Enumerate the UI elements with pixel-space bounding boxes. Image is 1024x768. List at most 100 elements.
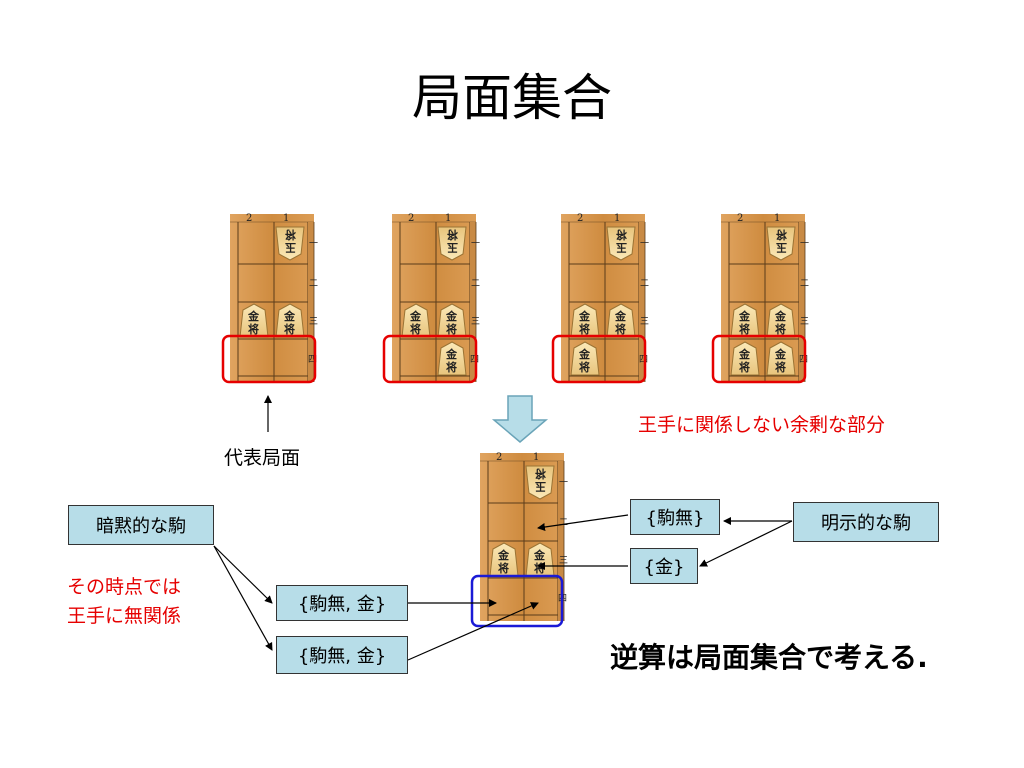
board-2: 2 1 一 二 三 四 玉 将 金 将 金 将 金 将 xyxy=(391,213,480,383)
implicit-note-line2: 王手に無関係 xyxy=(67,605,182,627)
representative-label: 代表局面 xyxy=(224,447,301,469)
piece-char: 将 xyxy=(447,228,458,242)
piece-char: 金 xyxy=(738,347,751,361)
piece-char: 玉 xyxy=(776,241,787,254)
piece-char: 将 xyxy=(579,322,590,336)
file-label: 2 xyxy=(577,213,583,224)
piece-char: 玉 xyxy=(285,241,296,254)
gold-piece: 金 将 xyxy=(730,303,760,338)
piece-char: 将 xyxy=(446,322,457,336)
set-gold-box: {金} xyxy=(630,548,698,584)
gold-piece: 金 将 xyxy=(525,542,555,577)
piece-char: 将 xyxy=(534,561,545,575)
set-both-box-1: {駒無, 金} xyxy=(276,585,408,621)
piece-char: 金 xyxy=(578,347,591,361)
file-label: 2 xyxy=(246,213,252,224)
king-piece: 玉 将 xyxy=(606,226,636,261)
rank-label: 四 xyxy=(639,355,648,365)
rank-label: 四 xyxy=(799,355,808,365)
arrow-explicit-2 xyxy=(699,520,793,567)
rank-label: 四 xyxy=(470,355,479,365)
board-4: 2 1 一 二 三 四 玉 将 金 将 金 将 金 将 金 将 xyxy=(720,213,809,383)
rank-label: 一 xyxy=(471,239,480,249)
gold-piece: 金 将 xyxy=(766,341,796,376)
piece-char: 金 xyxy=(614,309,627,323)
piece-char: 金 xyxy=(774,309,787,323)
piece-char: 将 xyxy=(285,228,296,242)
highlight-box-red xyxy=(221,334,317,384)
rank-label: 三 xyxy=(471,317,480,327)
redundant-note: 王手に関係しない余剰な部分 xyxy=(638,414,886,436)
gold-piece: 金 将 xyxy=(606,303,636,338)
rank-label: 三 xyxy=(559,556,568,566)
piece-char: 将 xyxy=(446,360,457,374)
implicit-pieces-box: 暗黙的な駒 xyxy=(68,505,214,545)
down-block-arrow xyxy=(491,395,549,443)
rank-label: 一 xyxy=(559,478,568,488)
piece-char: 将 xyxy=(579,360,590,374)
piece-char: 将 xyxy=(615,322,626,336)
gold-piece: 金 将 xyxy=(730,341,760,376)
highlight-box-red xyxy=(382,334,478,384)
rank-label: 一 xyxy=(640,239,649,249)
file-label: 1 xyxy=(283,213,289,224)
piece-char: 金 xyxy=(445,347,458,361)
file-label: 2 xyxy=(737,213,743,224)
highlight-box-red xyxy=(551,334,647,384)
rank-label: 三 xyxy=(800,317,809,327)
piece-char: 金 xyxy=(738,309,751,323)
rank-label: 二 xyxy=(559,518,568,528)
gold-piece: 金 将 xyxy=(437,341,467,376)
rank-label: 二 xyxy=(309,279,318,289)
arrow-set-2 xyxy=(407,602,539,661)
gold-piece: 金 将 xyxy=(437,303,467,338)
piece-char: 金 xyxy=(497,548,510,562)
file-label: 1 xyxy=(614,213,620,224)
arrow-implicit-2 xyxy=(213,545,273,651)
gold-piece: 金 将 xyxy=(275,303,305,338)
piece-char: 金 xyxy=(533,548,546,562)
piece-char: 将 xyxy=(410,322,421,336)
implicit-note-line1: その時点では xyxy=(67,576,182,598)
king-piece: 玉 将 xyxy=(766,226,796,261)
highlight-box-blue xyxy=(470,574,564,628)
rank-label: 一 xyxy=(800,239,809,249)
piece-char: 将 xyxy=(775,360,786,374)
piece-char: 将 xyxy=(739,322,750,336)
file-label: 1 xyxy=(445,213,451,224)
rank-label: 一 xyxy=(309,239,318,249)
piece-char: 将 xyxy=(775,322,786,336)
piece-char: 玉 xyxy=(535,480,546,493)
gold-piece: 金 将 xyxy=(570,303,600,338)
board-representative: 2 1 一 二 三 四 玉 将 金 将 金 将 xyxy=(479,452,568,622)
piece-char: 金 xyxy=(774,347,787,361)
piece-char: 将 xyxy=(739,360,750,374)
highlight-box-red xyxy=(711,334,807,384)
gold-piece: 金 将 xyxy=(766,303,796,338)
king-piece: 玉 将 xyxy=(437,226,467,261)
piece-char: 金 xyxy=(445,309,458,323)
gold-piece: 金 将 xyxy=(239,303,269,338)
piece-char: 玉 xyxy=(616,241,627,254)
arrow-implicit-1 xyxy=(213,545,273,604)
board-1: 2 1 一 二 三 四 玉 将 金 将 金 将 xyxy=(229,213,318,383)
file-label: 1 xyxy=(533,452,539,463)
piece-char: 玉 xyxy=(447,241,458,254)
board-3: 2 1 一 二 三 四 玉 将 金 将 金 将 金 将 xyxy=(560,213,649,383)
rank-label: 二 xyxy=(640,279,649,289)
rank-label: 三 xyxy=(640,317,649,327)
piece-char: 金 xyxy=(247,309,260,323)
gold-piece: 金 将 xyxy=(570,341,600,376)
set-both-box-2: {駒無, 金} xyxy=(276,636,408,674)
piece-char: 金 xyxy=(578,309,591,323)
king-piece: 玉 将 xyxy=(525,465,555,500)
file-label: 1 xyxy=(774,213,780,224)
gold-piece: 金 将 xyxy=(401,303,431,338)
file-label: 2 xyxy=(408,213,414,224)
arrow-empty-to-board xyxy=(537,514,629,531)
set-empty-box: {駒無} xyxy=(630,499,720,535)
piece-char: 将 xyxy=(776,228,787,242)
rank-label: 二 xyxy=(800,279,809,289)
rank-label: 三 xyxy=(309,317,318,327)
